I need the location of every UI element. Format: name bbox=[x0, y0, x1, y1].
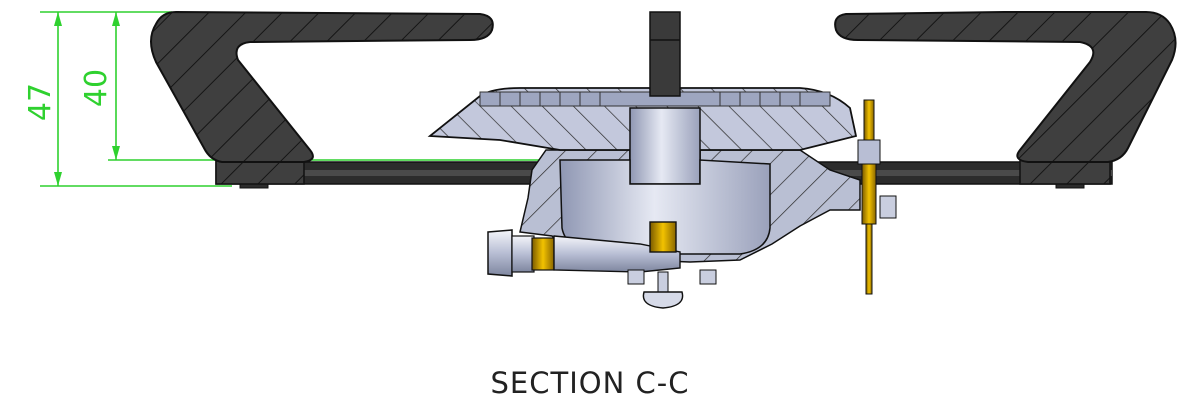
top-knob bbox=[649, 11, 681, 97]
section-caption: SECTION C-C bbox=[490, 366, 690, 400]
cap-ports bbox=[499, 92, 801, 106]
central-column bbox=[629, 107, 701, 185]
dimension-47-label: 47 bbox=[23, 83, 58, 121]
left-pan-support-arm bbox=[150, 10, 494, 163]
dimension-40-label: 40 bbox=[79, 69, 114, 107]
right-pan-support-arm bbox=[834, 11, 1177, 163]
dimension-47: 47 bbox=[23, 11, 232, 187]
thermocouple-probe bbox=[857, 99, 897, 295]
bottom-screw bbox=[627, 269, 717, 309]
gas-inlet bbox=[487, 229, 681, 277]
injector bbox=[649, 221, 677, 253]
dimension-40: 40 bbox=[79, 12, 540, 161]
